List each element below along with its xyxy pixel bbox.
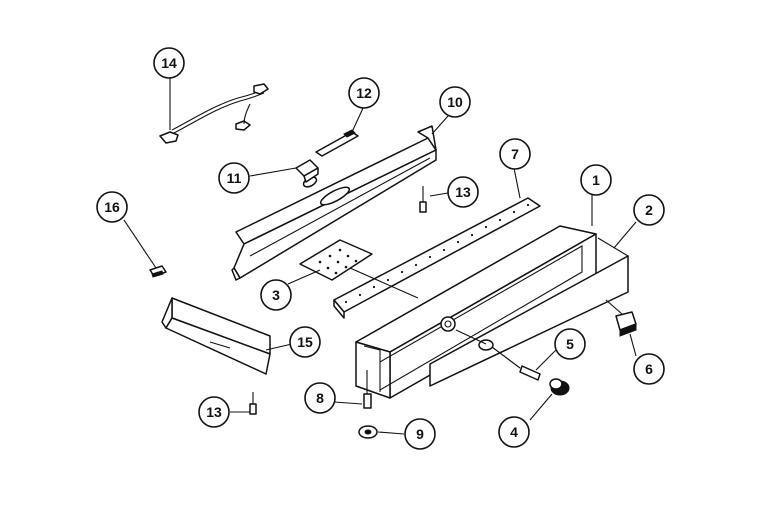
svg-text:4: 4 [510, 424, 518, 440]
callout-8: 8 [304, 382, 336, 414]
part-front-panel [429, 237, 629, 387]
callout-1: 1 [580, 164, 612, 196]
part-shaft-5 [487, 343, 541, 381]
part-screw-13-lower [249, 392, 257, 415]
svg-text:11: 11 [227, 170, 242, 186]
callout-3: 3 [260, 279, 292, 311]
callout-15: 15 [289, 326, 321, 358]
svg-text:13: 13 [455, 184, 471, 200]
part-wire-harness [159, 83, 269, 144]
part-small-strip [315, 129, 359, 157]
svg-text:1: 1 [592, 172, 600, 188]
callout-2: 2 [633, 194, 665, 226]
callout-12: 12 [348, 77, 380, 109]
svg-text:3: 3 [272, 287, 280, 303]
svg-text:12: 12 [356, 85, 372, 101]
callout-7: 7 [499, 138, 531, 170]
part-bracket-6 [605, 299, 637, 337]
callout-11: 11 [218, 162, 250, 194]
callout-13-lower: 13 [198, 396, 230, 428]
callout-6: 6 [633, 353, 665, 385]
svg-text:16: 16 [104, 199, 120, 215]
part-side-trim [161, 297, 271, 375]
part-small-clip [149, 265, 167, 278]
svg-text:10: 10 [447, 94, 463, 110]
svg-text:7: 7 [511, 146, 519, 162]
callout-13-upper: 13 [447, 176, 479, 208]
svg-text:8: 8 [316, 390, 324, 406]
callout-9: 9 [404, 418, 436, 450]
callout-4: 4 [498, 416, 530, 448]
part-screw-8 [363, 370, 372, 409]
callout-5: 5 [554, 328, 586, 360]
svg-text:13: 13 [206, 404, 222, 420]
svg-text:5: 5 [566, 336, 574, 352]
callout-10: 10 [439, 86, 471, 118]
part-angle-bracket [231, 125, 437, 281]
callout-14: 14 [153, 47, 185, 79]
svg-text:9: 9 [416, 426, 424, 442]
part-clip [295, 159, 319, 183]
leader-lines [123, 78, 637, 435]
part-knob-4 [549, 378, 570, 396]
callout-16: 16 [96, 191, 128, 223]
svg-text:6: 6 [645, 361, 653, 377]
svg-text:14: 14 [161, 55, 177, 71]
svg-text:2: 2 [645, 202, 653, 218]
part-nut-9 [358, 425, 378, 439]
svg-text:15: 15 [297, 334, 313, 350]
part-mounting-plate [299, 239, 373, 281]
part-screw-13-upper [419, 186, 427, 213]
